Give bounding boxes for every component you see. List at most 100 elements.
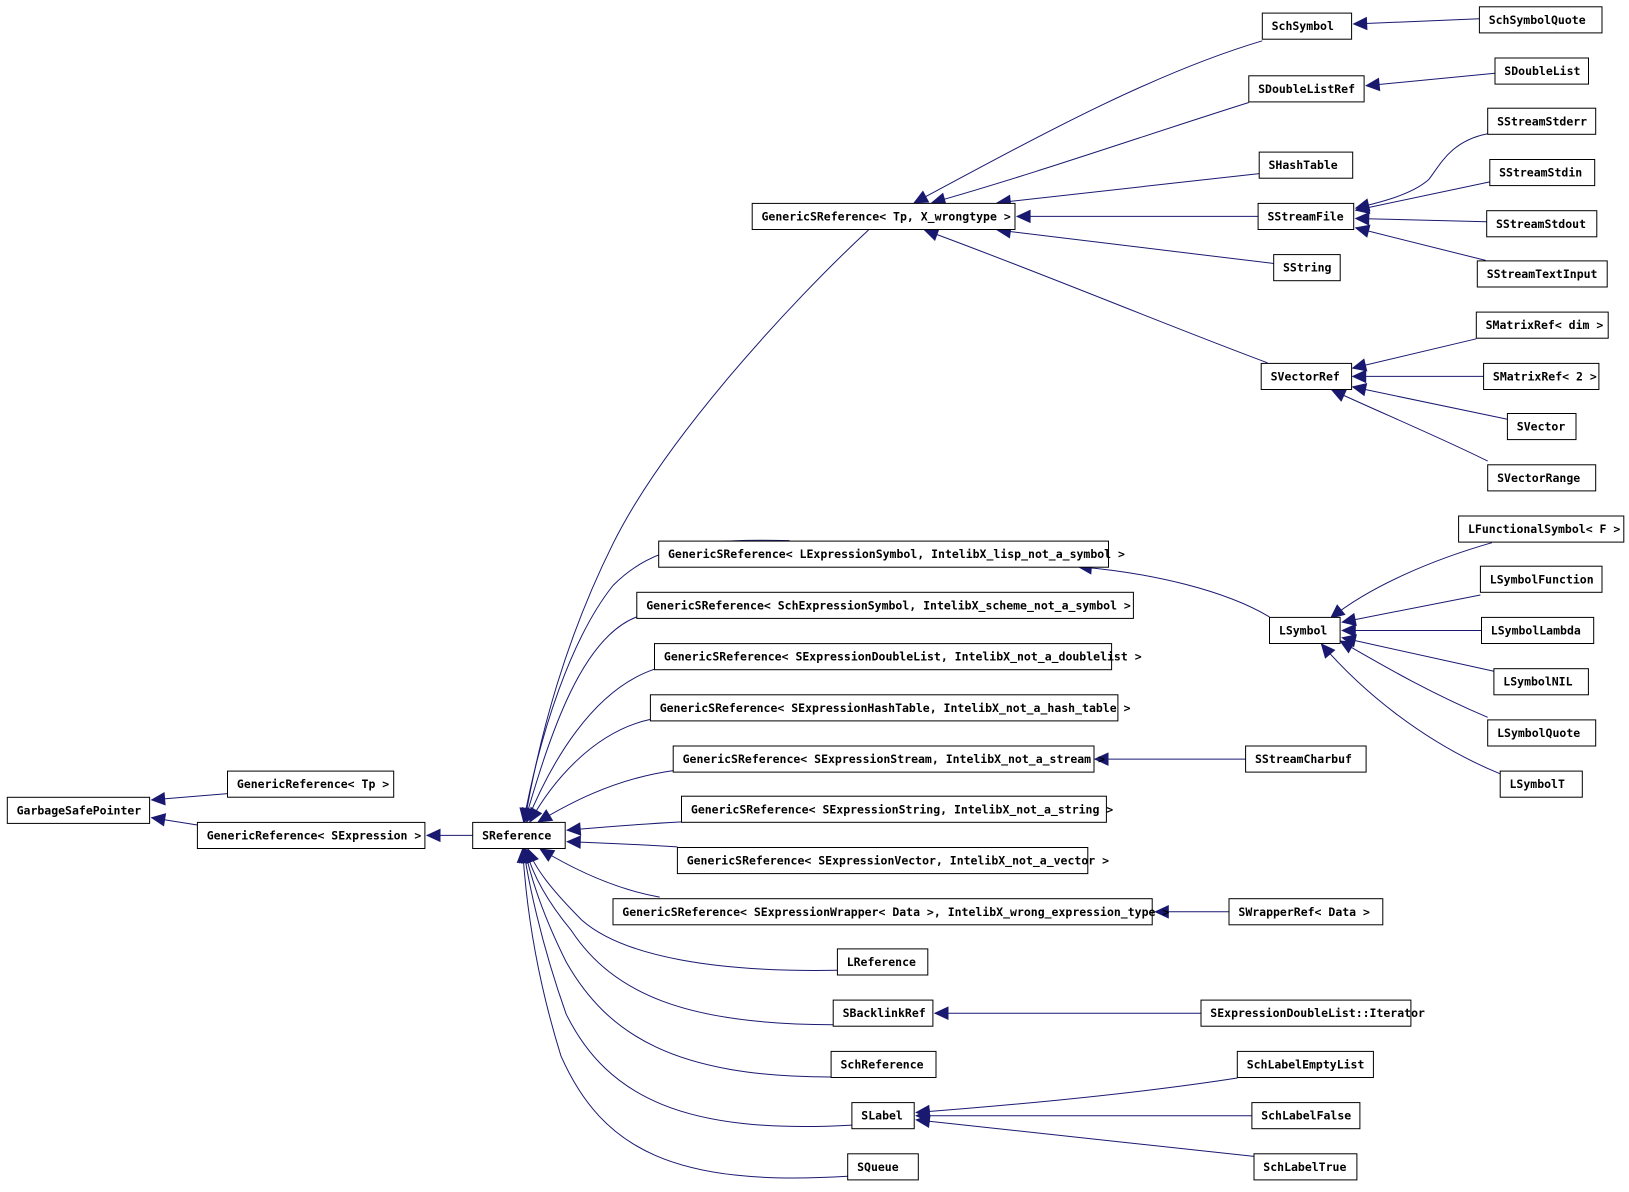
class-node-svector-ref[interactable]: SVectorRef: [1260, 362, 1353, 390]
edge-smatrix-ref2-to-svector-ref: [1351, 369, 1484, 384]
arrowhead: [1351, 383, 1368, 397]
class-node-sstream-charbuf[interactable]: SStreamCharbuf: [1245, 745, 1367, 773]
class-box: [1269, 616, 1341, 645]
edge-line: [525, 848, 834, 1026]
class-node-sbacklink-ref[interactable]: SBacklinkRef: [832, 999, 934, 1027]
class-label: LSymbol: [1279, 624, 1328, 638]
class-node-sexpr-dliter[interactable]: SExpressionDoubleList::Iterator: [1200, 999, 1425, 1027]
arrowhead: [1341, 623, 1356, 638]
class-node-gsr-vector[interactable]: GenericSReference< SExpressionVector, In…: [676, 847, 1109, 875]
class-node-sch-label-false[interactable]: SchLabelFalse: [1251, 1102, 1361, 1130]
class-label: GenericSReference< SExpressionHashTable,…: [660, 701, 1131, 716]
class-node-lsymbol-nil[interactable]: LSymbolNIL: [1493, 668, 1589, 696]
class-box: [847, 1153, 919, 1181]
class-box: [6, 796, 151, 824]
class-node-sch-reference[interactable]: SchReference: [830, 1050, 937, 1079]
class-box: [1486, 210, 1598, 238]
edge-line: [913, 40, 1263, 204]
class-label: SVector: [1517, 420, 1566, 434]
class-node-generic-ref-sexpr[interactable]: GenericReference< SExpression >: [196, 821, 426, 850]
edge-lsymbol-t-to-lsymbol: [1320, 643, 1501, 775]
class-node-gsr-stream[interactable]: GenericSReference< SExpressionStream, In…: [672, 745, 1105, 773]
class-node-sch-symbol[interactable]: SchSymbol: [1261, 12, 1353, 40]
class-label: SchSymbol: [1272, 19, 1334, 33]
class-label: GenericSReference< SExpressionString, In…: [691, 802, 1113, 817]
class-node-sstream-stderr[interactable]: SStreamStderr: [1487, 107, 1597, 135]
class-node-shash-table[interactable]: SHashTable: [1258, 151, 1354, 179]
class-label: SchReference: [841, 1057, 924, 1071]
class-label: SDoubleListRef: [1258, 82, 1355, 96]
class-node-gsr-double-list[interactable]: GenericSReference< SExpressionDoubleList…: [654, 643, 1142, 671]
class-node-svector[interactable]: SVector: [1506, 413, 1577, 441]
class-node-garbage-safe-pointer[interactable]: GarbageSafePointer: [6, 796, 151, 824]
class-node-sch-label-true[interactable]: SchLabelTrue: [1253, 1153, 1358, 1181]
class-node-sstream-stdin[interactable]: SStreamStdin: [1489, 159, 1596, 187]
class-node-lsymbol-function[interactable]: LSymbolFunction: [1479, 565, 1603, 593]
arrowhead: [915, 1114, 931, 1129]
edge-sbacklink-ref-to-sreference: [522, 847, 834, 1026]
class-label: GenericSReference< SExpressionVector, In…: [687, 854, 1109, 869]
class-node-gsr-lexpr-sym[interactable]: GenericSReference< LExpressionSymbol, In…: [658, 540, 1125, 568]
class-node-gsr-sch-expr-sym[interactable]: GenericSReference< SchExpressionSymbol, …: [636, 591, 1134, 619]
edge-sch-symbol-quote-to-sch-symbol: [1352, 16, 1480, 31]
edge-sreference-to-generic-ref-sexpr: [425, 828, 473, 843]
class-box: [1499, 770, 1583, 798]
edge-line: [997, 173, 1260, 204]
class-box: [636, 591, 1134, 619]
class-node-gsr-wrapper[interactable]: GenericSReference< SExpressionWrapper< D…: [612, 898, 1169, 926]
class-node-lsymbol-lambda[interactable]: LSymbolLambda: [1481, 616, 1595, 645]
class-label: SVectorRef: [1271, 369, 1340, 383]
class-node-generic-sref-tp[interactable]: GenericSReference< Tp, X_wrongtype >: [751, 202, 1016, 230]
class-box: [1476, 260, 1608, 288]
edge-line: [916, 1077, 1238, 1113]
class-node-lsymbol[interactable]: LSymbol: [1269, 616, 1341, 645]
edge-line: [1355, 227, 1486, 261]
class-node-sstream-text-input[interactable]: SStreamTextInput: [1476, 260, 1608, 288]
edge-shash-table-to-generic-sref-tp: [996, 173, 1260, 209]
class-node-lsymbol-quote[interactable]: LSymbolQuote: [1487, 719, 1597, 747]
edge-sstream-stdin-to-sstream-file: [1354, 181, 1490, 215]
class-node-lreference[interactable]: LReference: [836, 948, 929, 976]
class-node-swrapper-ref-data[interactable]: SWrapperRef< Data >: [1228, 898, 1384, 926]
class-node-sstream-file[interactable]: SStreamFile: [1257, 202, 1355, 230]
edge-line: [567, 821, 682, 831]
class-label: LReference: [847, 955, 916, 969]
edge-sstream-charbuf-to-gsr-stream: [1093, 752, 1246, 766]
class-box: [1236, 1050, 1374, 1079]
class-node-smatrix-ref2[interactable]: SMatrixRef< 2 >: [1483, 362, 1600, 390]
edge-gsr-string-to-sreference: [566, 821, 682, 836]
edge-line: [1353, 18, 1480, 25]
class-box: [751, 202, 1016, 230]
class-box: [1475, 311, 1609, 339]
edge-gsr-wrapper-to-sreference: [539, 848, 660, 898]
arrowhead: [1365, 77, 1381, 92]
class-node-gsr-string[interactable]: GenericSReference< SExpressionString, In…: [681, 795, 1114, 823]
class-node-squeue[interactable]: SQueue: [847, 1153, 919, 1181]
class-box: [830, 1050, 937, 1079]
class-box: [227, 770, 395, 798]
class-node-svector-range[interactable]: SVectorRange: [1487, 464, 1597, 492]
class-node-sch-label-empty-list[interactable]: SchLabelEmptyList: [1236, 1050, 1374, 1079]
class-node-lsymbol-t[interactable]: LSymbolT: [1499, 770, 1583, 798]
class-node-generic-ref-tp[interactable]: GenericReference< Tp >: [227, 770, 395, 798]
edge-line: [523, 848, 852, 1128]
class-box: [1253, 1153, 1358, 1181]
class-node-sstring[interactable]: SString: [1273, 254, 1341, 282]
class-node-sdouble-list[interactable]: SDoubleList: [1494, 57, 1589, 85]
edge-gsr-stream-to-sreference: [537, 770, 674, 823]
edge-line: [524, 848, 832, 1078]
class-box: [836, 948, 929, 976]
class-node-sstream-stdout[interactable]: SStreamStdout: [1486, 210, 1598, 238]
arrowhead: [566, 835, 581, 849]
class-node-gsr-hash-table[interactable]: GenericSReference< SExpressionHashTable,…: [649, 694, 1131, 722]
class-node-slabel[interactable]: SLabel: [851, 1102, 915, 1130]
class-label: LSymbolFunction: [1490, 572, 1594, 586]
edge-smatrix-ref-dim-to-svector-ref: [1351, 338, 1477, 372]
class-node-sreference[interactable]: SReference: [472, 821, 566, 850]
class-node-smatrix-ref-dim[interactable]: SMatrixRef< dim >: [1475, 311, 1609, 339]
edge-svector-range-to-svector-ref: [1330, 389, 1488, 462]
edge-sch-label-false-to-slabel: [915, 1108, 1252, 1123]
class-node-sdouble-list-ref[interactable]: SDoubleListRef: [1248, 75, 1365, 103]
class-node-lfunctional-symbol[interactable]: LFunctionalSymbol< F >: [1458, 515, 1625, 543]
class-node-sch-symbol-quote[interactable]: SchSymbolQuote: [1478, 6, 1603, 34]
